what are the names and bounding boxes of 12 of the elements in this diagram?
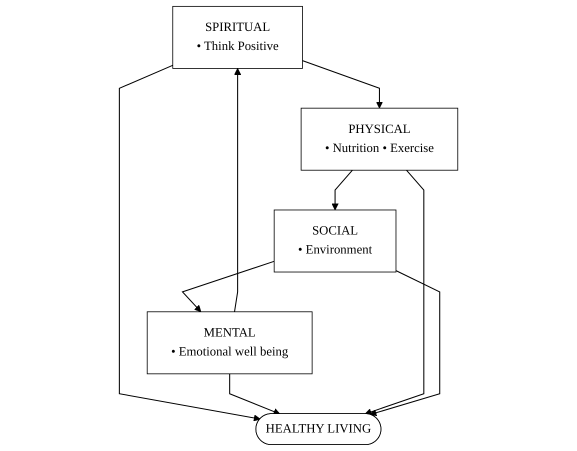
arrow: [229, 374, 280, 415]
node-box: SOCIAL • Environment: [274, 210, 396, 272]
arrow: [181, 260, 274, 312]
arrow: [364, 170, 424, 416]
node-box: PHYSICAL • Nutrition • Exercise: [300, 108, 458, 171]
arrow: [118, 64, 260, 422]
arrow: [332, 170, 353, 210]
node-box: SPIRITUAL • Think Positive: [172, 6, 303, 69]
arrow: [370, 270, 440, 416]
arrow: [234, 68, 242, 312]
node-box: MENTAL • Emotional well being: [146, 311, 312, 374]
arrow: [302, 60, 383, 108]
